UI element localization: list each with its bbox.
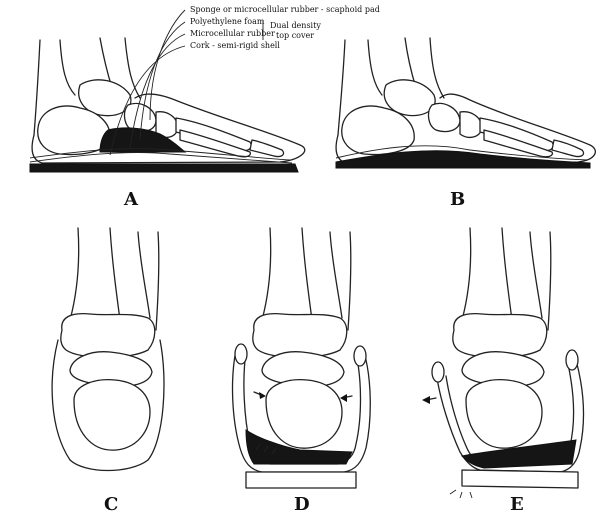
panel-label-e: E (510, 494, 524, 515)
panel-b-foot (336, 38, 595, 168)
callout-polyethylene-foam: Polyethylene foam (190, 17, 265, 26)
callout-scaphoid-pad: Sponge or microcellular rubber - scaphoi… (190, 5, 380, 14)
panel-c-heel (52, 228, 164, 471)
panel-label-c: C (104, 494, 118, 515)
panel-label-b: B (450, 189, 465, 210)
callout-cork-shell: Cork - semi-rigid shell (190, 41, 280, 50)
callout-dual-density: Dual density (270, 21, 321, 30)
panel-d-heel (233, 228, 371, 488)
panel-e-heel (422, 228, 583, 498)
callout-top-cover: top cover (276, 31, 314, 40)
panel-label-d: D (294, 494, 310, 515)
panel-label-a: A (123, 189, 139, 210)
callout-microcellular-rubber: Microcellular rubber (190, 29, 275, 38)
